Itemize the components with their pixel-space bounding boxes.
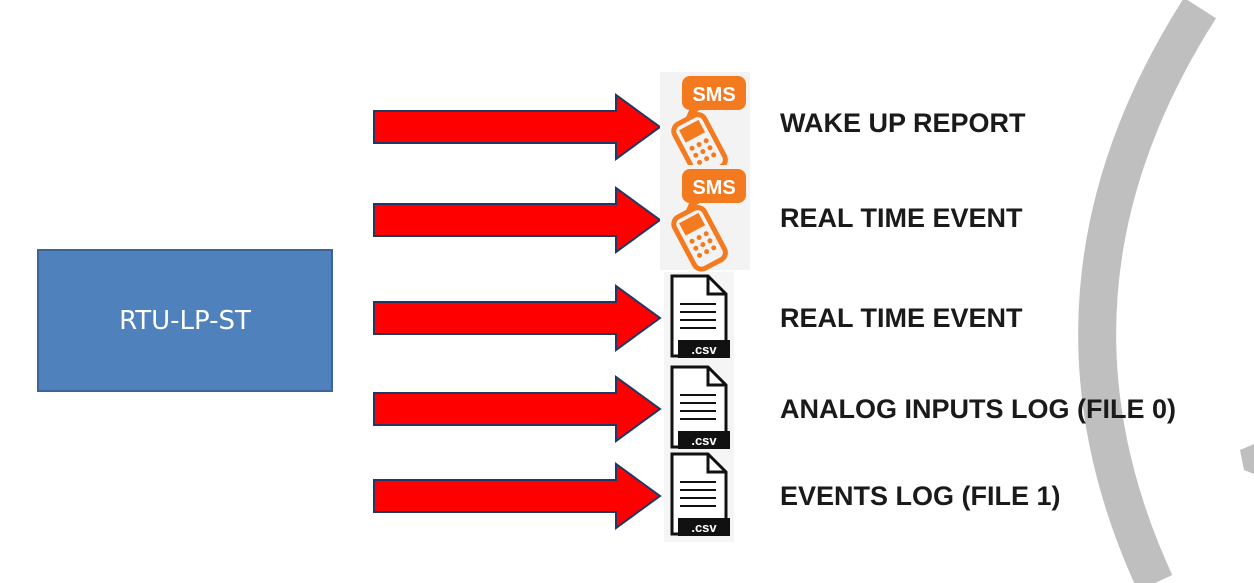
icons-group: SMS SMS .csv .csv .csv [660,72,750,542]
decorative-arc-edge [1240,444,1254,474]
csv-file-icon: .csv [664,272,734,364]
arrow-2 [373,186,662,254]
decorative-arc [1078,0,1217,583]
csv-file-icon: .csv [664,363,734,455]
sms-phone-icon: SMS [660,165,750,272]
output-label-real-time-event-csv: REAL TIME EVENT [780,303,1023,333]
output-label-analog-inputs-log: ANALOG INPUTS LOG (FILE 0) [780,394,1176,424]
output-label-real-time-event-sms: REAL TIME EVENT [780,203,1023,233]
csv-text: .csv [691,520,717,535]
source-device-box: RTU-LP-ST [37,249,333,392]
sms-text: SMS [692,177,735,199]
arrow-4 [373,375,662,443]
sms-text: SMS [692,84,735,106]
csv-file-icon: .csv [664,450,734,542]
csv-text: .csv [691,342,717,357]
arrows-group [373,93,662,530]
sms-phone-icon: SMS [660,72,750,179]
output-label-wake-up-report: WAKE UP REPORT [780,108,1026,138]
csv-text: .csv [691,433,717,448]
arrow-5 [373,462,662,530]
output-label-events-log: EVENTS LOG (FILE 1) [780,481,1061,511]
arrow-3 [373,284,662,352]
arrow-1 [373,93,662,161]
source-device-label: RTU-LP-ST [119,305,251,336]
